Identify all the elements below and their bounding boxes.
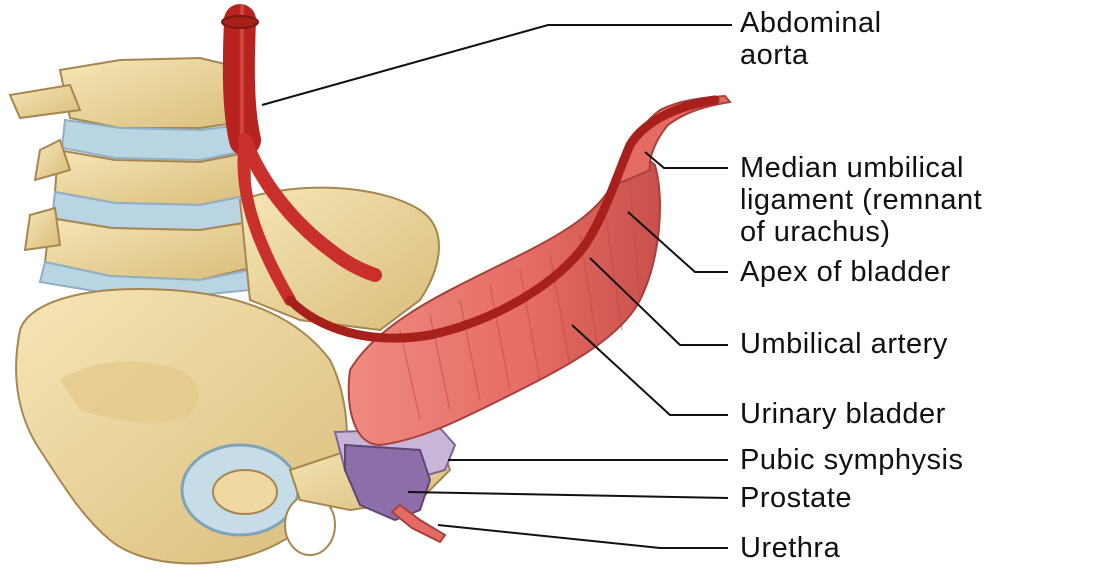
leader-urethra (438, 525, 728, 548)
label-median-umbilical-line2: ligament (remnant (740, 184, 982, 216)
label-abdominal-aorta-line1: Abdominal (740, 7, 882, 39)
label-pubic-symphysis: Pubic symphysis (740, 444, 963, 476)
label-umbilical-artery: Umbilical artery (740, 328, 948, 360)
leader-median-umbilical-ligament (645, 152, 728, 168)
lumbar-vertebrae (10, 58, 255, 296)
leader-abdominal-aorta (262, 25, 732, 105)
label-median-umbilical-line1: Median umbilical (740, 152, 964, 184)
acetabulum (182, 445, 298, 535)
label-urethra: Urethra (740, 532, 840, 564)
label-abdominal-aorta-line2: aorta (740, 39, 809, 71)
label-apex-of-bladder: Apex of bladder (740, 256, 951, 288)
label-prostate: Prostate (740, 482, 852, 514)
label-urinary-bladder: Urinary bladder (740, 398, 946, 430)
label-median-umbilical-line3: of urachus) (740, 216, 891, 248)
leader-prostate (408, 492, 728, 498)
